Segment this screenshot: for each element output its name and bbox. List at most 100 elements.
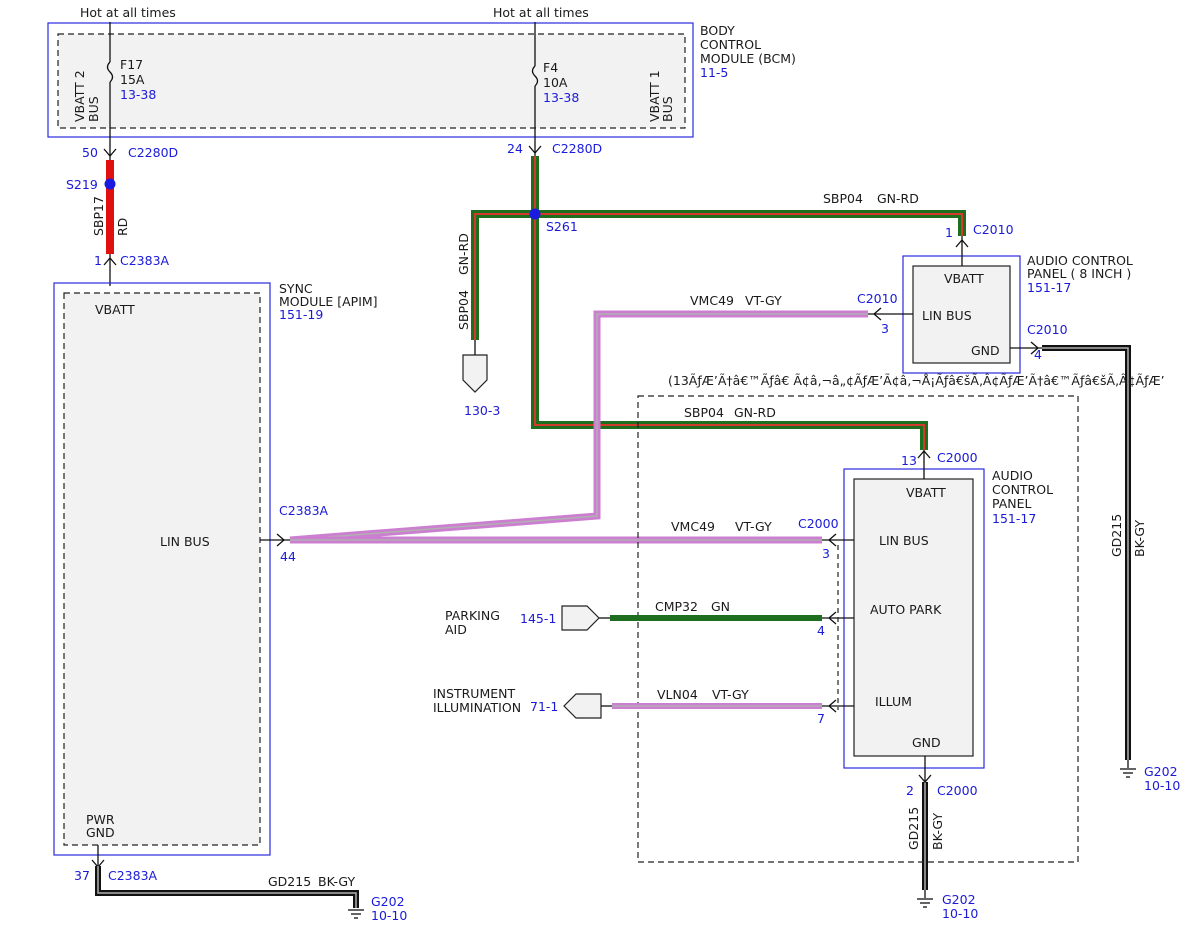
instrument-connector-icon: [563, 693, 602, 719]
acp8-title-2: PANEL ( 8 INCH ): [1027, 266, 1131, 281]
wire-vmc49-mid-label: VMC49: [671, 519, 715, 534]
acp-linbus-arrow-icon: [828, 533, 837, 547]
f4-fuse-icon: [531, 65, 539, 87]
bcm-hot-label-2: Hot at all times: [493, 5, 589, 20]
wire-vtgy-low-label: VT-GY: [712, 687, 749, 702]
f17-ref: 13-38: [120, 87, 156, 102]
conn-130-ref: 130-3: [464, 403, 500, 418]
wire-sbp04-right-tracer: [474, 213, 963, 340]
wire-vmc49-top-tracer: [289, 313, 868, 541]
sync-title-1: SYNC: [279, 281, 313, 296]
splice-s219: [104, 178, 116, 190]
sync-module: 1 C2383A SYNC MODULE [APIM] 151-19 VBATT…: [53, 253, 378, 883]
acp8-conn-top: C2010: [973, 222, 1014, 237]
wire-sbp04-left-label: SBP04: [456, 290, 471, 330]
acp-pin2: 2: [906, 783, 914, 798]
parking-aid: CMP32 GN PARKING AID 145-1: [445, 599, 822, 637]
instrument-label-1: INSTRUMENT: [433, 686, 515, 701]
ground-right-ref: 10-10: [1144, 778, 1180, 793]
acp-pin7: 7: [817, 711, 825, 726]
acp8-linbus: LIN BUS: [922, 308, 972, 323]
f4-amp: 10A: [543, 75, 568, 90]
c2383a-pin1-arrow-icon: [103, 257, 117, 266]
bcm-outer-box: [47, 22, 694, 138]
acp8-ref: 151-17: [1027, 280, 1071, 295]
bcm-module: Hot at all times Hot at all times BODY C…: [47, 5, 796, 160]
parking-label-2: AID: [445, 622, 467, 637]
ground-mid-ref: 10-10: [942, 906, 978, 921]
acp8-conn-gnd: C2010: [1027, 322, 1068, 337]
sync-pwr: PWR: [86, 812, 115, 827]
acp-conn-top: C2000: [937, 450, 978, 465]
wire-sbp17-label: SBP17: [91, 196, 106, 236]
sync-pin37: 37: [74, 868, 90, 883]
f17-fuse-icon: [106, 61, 114, 83]
acp-illum-arrow-icon: [828, 699, 837, 713]
wire-gnrd-top-label: GN-RD: [877, 191, 919, 206]
instrument-illumination: VLN04 VT-GY INSTRUMENT ILLUMINATION 71-1: [433, 686, 822, 719]
wire-vtgy-top-label: VT-GY: [745, 293, 782, 308]
sync-gnd: GND: [86, 825, 115, 840]
ground-right-icon: [1120, 768, 1136, 778]
acp-autopark: AUTO PARK: [870, 602, 942, 617]
acp-linbus: LIN BUS: [879, 533, 929, 548]
wire-sbp04-mid-label: SBP04: [684, 405, 724, 420]
acp-pin3: 3: [822, 546, 830, 561]
f17-amp: 15A: [120, 72, 145, 87]
sync-conn-top: C2383A: [120, 253, 170, 268]
acp-autopark-arrow-icon: [828, 611, 837, 625]
sync-linbus-arrow-icon: [276, 533, 285, 547]
wire-gd215-left-tracer: [97, 866, 357, 908]
f17-label: F17: [120, 57, 143, 72]
parking-ref: 145-1: [520, 611, 556, 626]
sync-conn-bot: C2383A: [108, 868, 158, 883]
conn-130-icon: [462, 354, 488, 393]
wire-gn-label: GN: [711, 599, 730, 614]
sync-outer-box: [53, 282, 271, 856]
acp-illum: ILLUM: [875, 694, 912, 709]
f4-label: F4: [543, 60, 558, 75]
sync-conn-mid: C2383A: [279, 503, 329, 518]
splice-s261-label: S261: [546, 219, 578, 234]
acp-module: 13 C2000 AUDIO CONTROL PANEL 151-17 VBAT…: [798, 450, 1053, 798]
vbatt1-label-a: VBATT 1: [647, 70, 662, 122]
c2280d-pin50: 50: [82, 145, 98, 160]
acp-title-1: AUDIO: [992, 468, 1033, 483]
acp-vbatt: VBATT: [906, 485, 946, 500]
bcm-inner-box: [57, 33, 686, 129]
wire-sbp04-top-label: SBP04: [823, 191, 863, 206]
acp8-conn-lin: C2010: [857, 291, 898, 306]
sync-linbus: LIN BUS: [160, 534, 210, 549]
wire-sbp17: S219 SBP17 RD: [66, 160, 130, 286]
c2280d-conn-b: C2280D: [552, 141, 602, 156]
acp8-pin1-arrow-icon: [955, 239, 969, 248]
bcm-hot-label-1: Hot at all times: [80, 5, 176, 20]
wire-sbp17-red: [106, 160, 114, 254]
ground-left-icon: [348, 909, 364, 919]
ground-wires: GD215 BK-GY G202 10-10 GD215 BK-GY G202 …: [95, 345, 1180, 923]
wire-cmp32-label: CMP32: [655, 599, 698, 614]
c2280d-conn-a: C2280D: [128, 145, 178, 160]
vbatt1-label-b: BUS: [660, 96, 675, 122]
bcm-title-2: CONTROL: [700, 37, 761, 52]
acp8-module: 1 C2010 AUDIO CONTROL PANEL ( 8 INCH ) 1…: [857, 222, 1133, 374]
wire-bkgy-right-label: BK-GY: [1132, 520, 1147, 557]
sync-ref: 151-19: [279, 307, 323, 322]
acp-conn-gnd: C2000: [937, 783, 978, 798]
instrument-label-2: ILLUMINATION: [433, 700, 521, 715]
sync-title-2: MODULE [APIM]: [279, 294, 378, 309]
acp8-pin3: 3: [881, 321, 889, 336]
vbatt2-label-a: VBATT 2: [72, 70, 87, 122]
acp-pin13: 13: [901, 453, 917, 468]
sync-pin1: 1: [94, 253, 102, 268]
wire-vmc49-group: VMC49 VT-GY VMC49 VT-GY: [289, 293, 868, 544]
acp-conn-lin: C2000: [798, 516, 839, 531]
parking-connector-icon: [561, 605, 600, 631]
splice-s261: [529, 208, 541, 220]
wire-sbp04-group: S261 SBP04 GN-RD SBP04 GN-RD SBP04 GN-RD…: [456, 156, 966, 450]
wire-rd-label: RD: [115, 218, 130, 236]
acp-gnd-arrow-icon: [918, 774, 932, 783]
wire-gd215-right-tracer: [1042, 347, 1129, 760]
wire-vln04-label: VLN04: [657, 687, 698, 702]
